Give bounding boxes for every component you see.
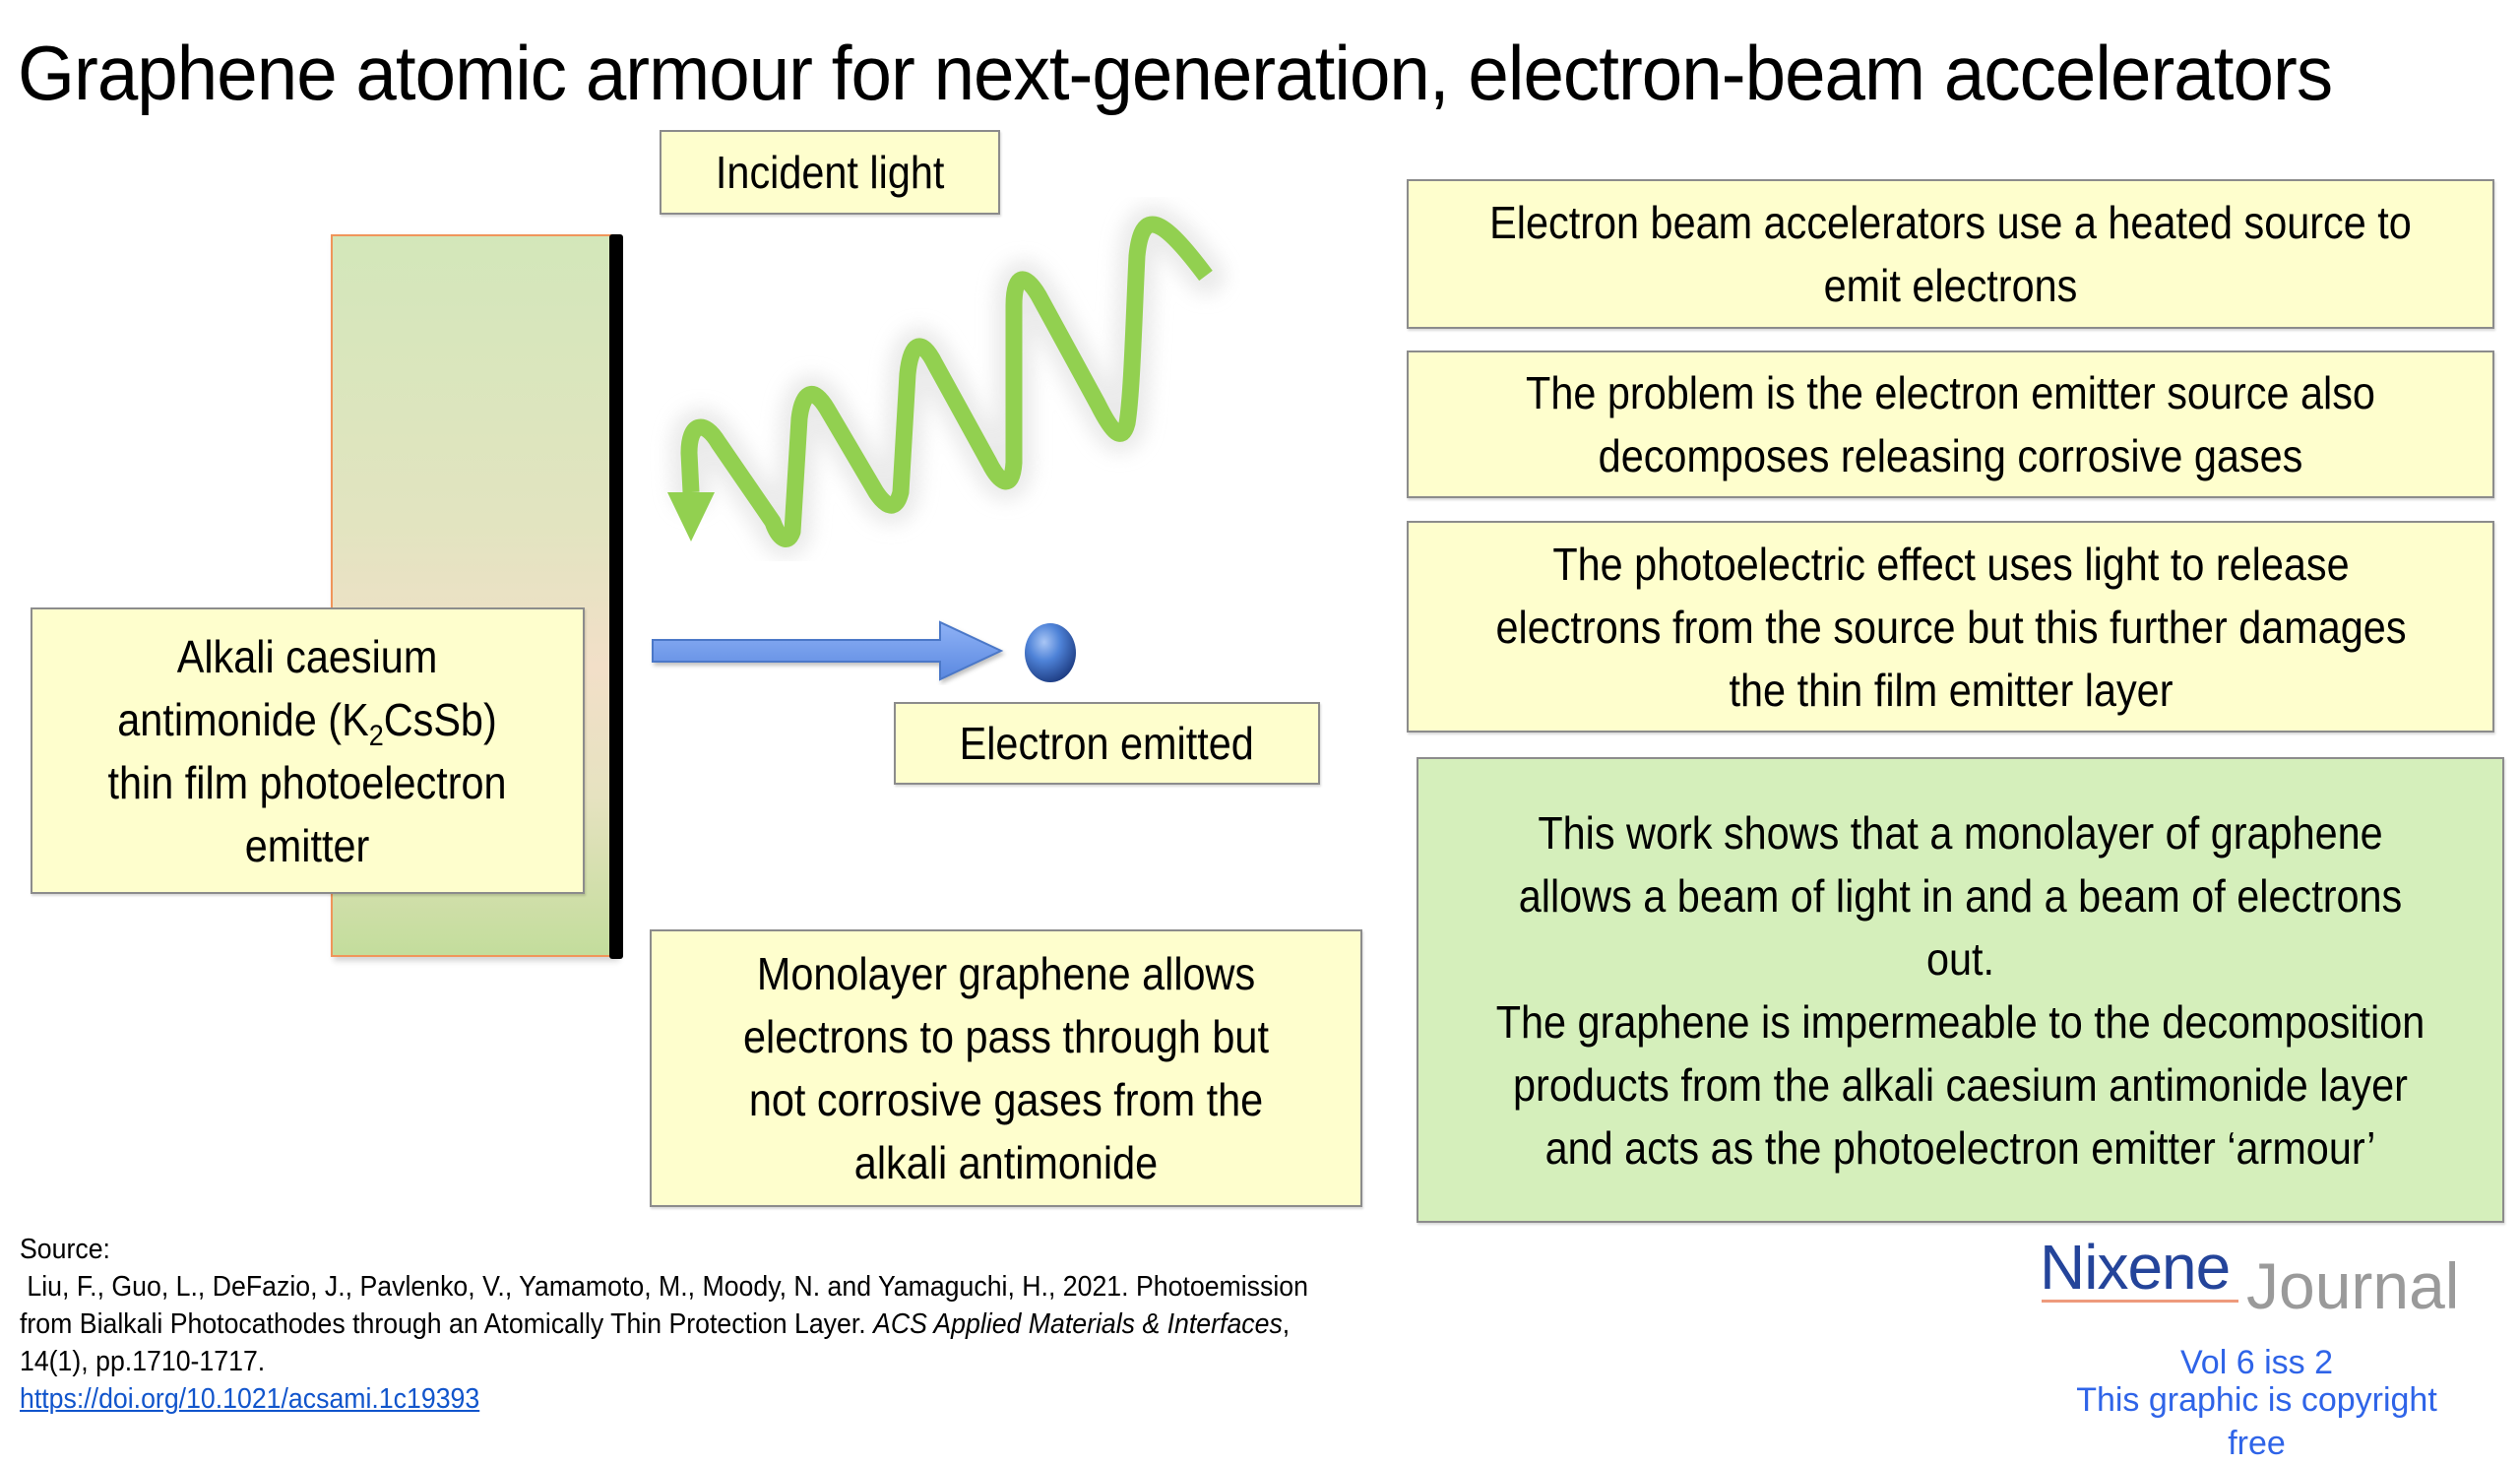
electron-icon [1025,623,1076,682]
nixene-journal-logo: Nixene Journal [2040,1231,2473,1329]
summary-box: This work shows that a monolayer of grap… [1417,757,2504,1223]
volume-issue: Vol 6 iss 2 [2180,1344,2333,1381]
electron-emitted-label: Electron emitted [894,702,1320,785]
emitter-label: Alkali caesium antimonide (K2CsSb) thin … [31,607,585,894]
info-box-problem: The problem is the electron emitter sour… [1407,350,2494,498]
logo-nixene: Nixene [2040,1232,2231,1303]
monolayer-graphene-label: Monolayer graphene allows electrons to p… [650,929,1362,1207]
incident-light-label: Incident light [660,130,1000,215]
doi-link[interactable]: https://doi.org/10.1021/acsami.1c19393 [20,1383,480,1415]
logo-journal: Journal [2246,1249,2460,1322]
source-citation: Source: Liu, F., Guo, L., DeFazio, J., P… [20,1231,1457,1418]
summary-para-2: The graphene is impermeable to the decom… [1495,995,2426,1174]
emission-arrow-icon [652,620,1004,681]
page-title: Graphene atomic armour for next-generati… [18,30,2333,116]
citation-line-2: from Bialkali Photocathodes through an A… [20,1308,1291,1340]
copyright-notice: This graphic is copyright free [2076,1381,2437,1462]
info-box-heated-source: Electron beam accelerators use a heated … [1407,179,2494,329]
source-heading: Source: [20,1234,110,1265]
summary-para-1: This work shows that a monolayer of grap… [1518,806,2403,985]
citation-line-3: 14(1), pp.1710-1717. [20,1346,266,1377]
info-box-photoelectric: The photoelectric effect uses light to r… [1407,521,2494,732]
light-wave-icon [667,205,1226,559]
logo-underline [2042,1300,2238,1303]
graphene-monolayer [609,234,623,959]
citation-line-1: Liu, F., Guo, L., DeFazio, J., Pavlenko,… [20,1271,1308,1303]
